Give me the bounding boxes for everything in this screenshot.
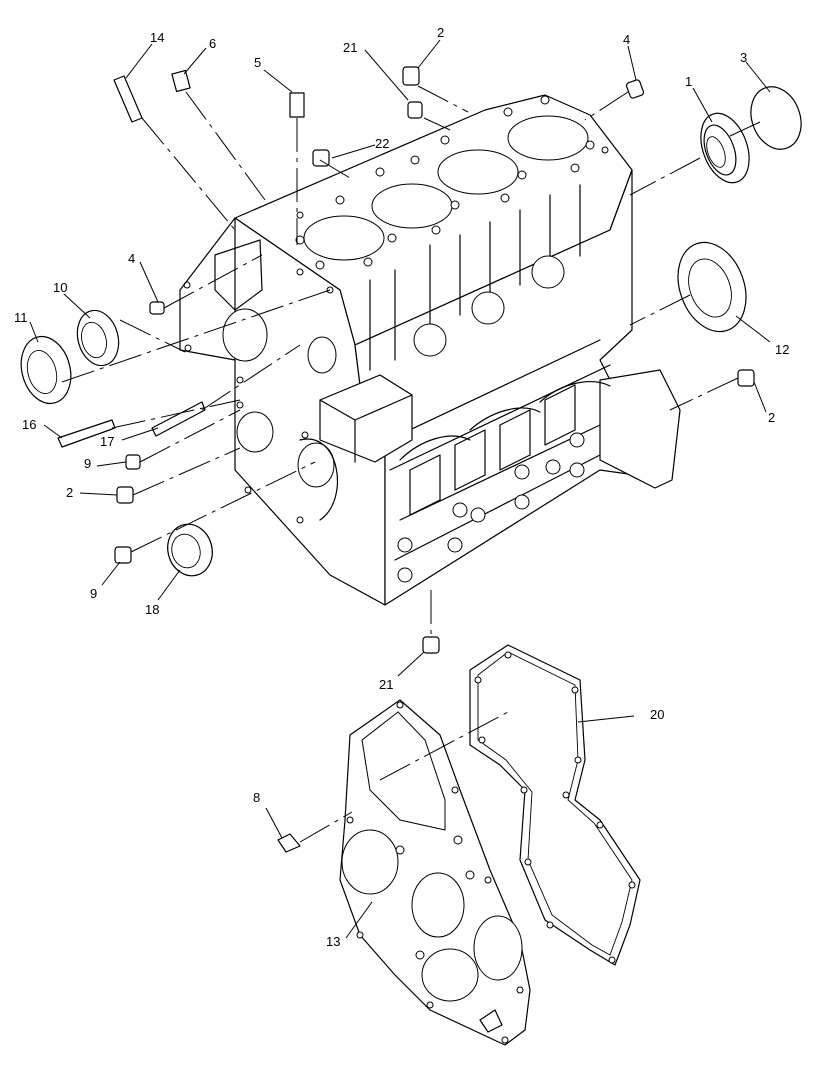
bushing-10 xyxy=(76,309,120,367)
callout-11: 11 xyxy=(14,310,28,325)
seal-12 xyxy=(677,241,747,333)
cylinder-block xyxy=(179,94,681,606)
callout-5: 4 xyxy=(623,32,630,47)
callout-8: 8 xyxy=(253,790,260,805)
callout-10: 10 xyxy=(53,280,67,295)
leader-lines xyxy=(29,39,771,939)
seal-18 xyxy=(167,523,213,577)
gasket-13 xyxy=(339,699,531,1046)
callout-21-top: 21 xyxy=(343,40,357,55)
callout-22: 22 xyxy=(375,136,389,151)
callout-1: 1 xyxy=(685,74,692,89)
callout-21-bottom: 21 xyxy=(379,677,393,692)
callout-20: 20 xyxy=(650,707,664,722)
callout-17: 17 xyxy=(100,434,114,449)
gasket-20 xyxy=(469,644,641,966)
callout-6: 5 xyxy=(254,55,261,70)
bearing-11 xyxy=(20,335,72,405)
callout-16: 16 xyxy=(22,417,36,432)
callout-2-right: 2 xyxy=(768,410,775,425)
callout-13: 13 xyxy=(326,934,340,949)
callout-2-top: 2 xyxy=(437,25,444,40)
callout-12: 12 xyxy=(775,342,789,357)
callout-14: 14 xyxy=(150,30,164,45)
callout-2-left: 2 xyxy=(66,485,73,500)
callout-labels: 14 6 5 21 2 22 4 1 3 4 10 11 16 17 9 2 9… xyxy=(14,25,789,949)
callout-7: 6 xyxy=(209,36,216,51)
bearing-1 xyxy=(700,112,750,184)
callout-4: 4 xyxy=(128,251,135,266)
callout-9-bottom: 9 xyxy=(90,586,97,601)
callout-9-top: 9 xyxy=(84,456,91,471)
assembly-lines xyxy=(61,85,761,843)
callout-3: 3 xyxy=(740,50,747,65)
callout-18: 18 xyxy=(145,602,159,617)
cover-3 xyxy=(750,86,802,150)
